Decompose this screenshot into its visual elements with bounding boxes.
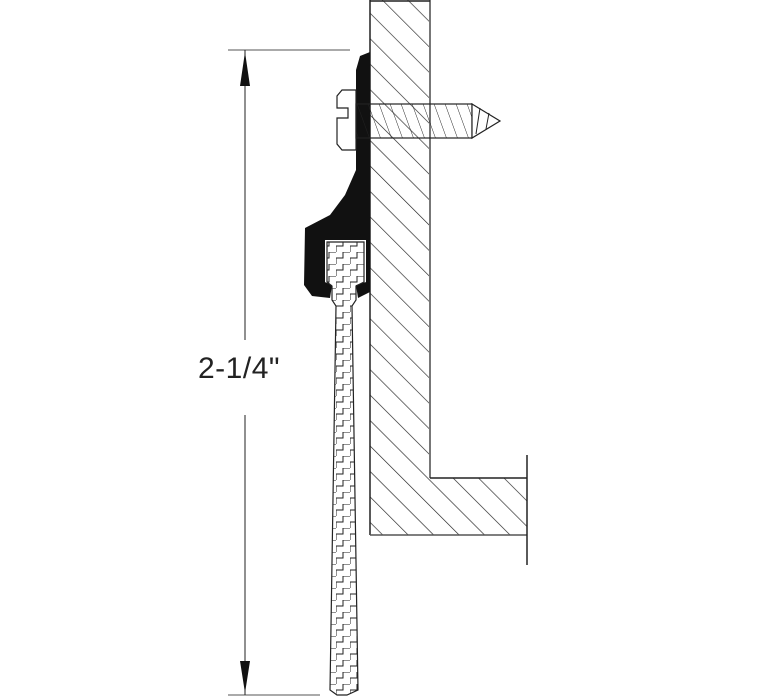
wall-frame xyxy=(369,0,528,565)
brush-insert xyxy=(326,241,365,696)
dimension-2-1-4 xyxy=(228,49,350,696)
dimension-label: 2-1/4" xyxy=(198,352,281,386)
arrow-up-icon xyxy=(240,52,250,86)
mounting-screw xyxy=(336,89,502,151)
arrow-down-icon xyxy=(240,661,250,693)
